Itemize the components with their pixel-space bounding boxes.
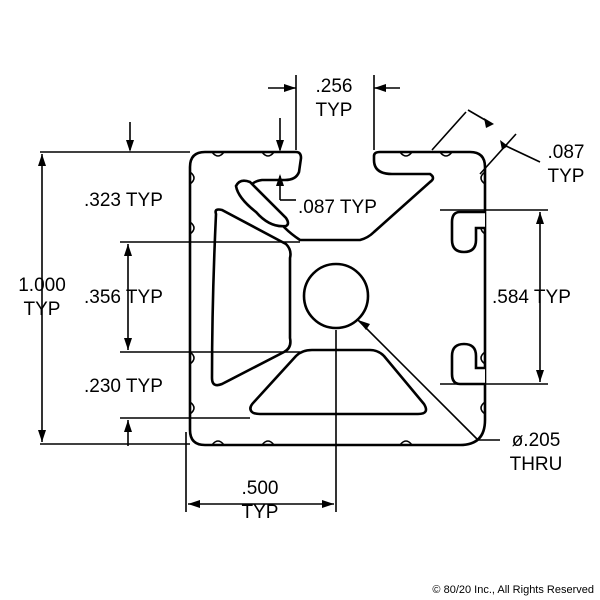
overall-height-value: 1.000	[18, 275, 66, 296]
overall-height-typ: TYP	[24, 299, 61, 320]
bottom-cavity	[249, 348, 428, 416]
center-cavity-label: .356 TYP	[84, 287, 163, 308]
slot-width-value: .256	[316, 76, 353, 97]
hole-diameter-value: ø.205	[512, 430, 561, 451]
upper-offset-label: .323 TYP	[84, 190, 163, 211]
center-distance-value: .500	[242, 478, 279, 499]
left-cavity	[210, 208, 292, 387]
upper-left-cavity	[234, 179, 290, 228]
copyright-notice: © 80/20 Inc., All Rights Reserved	[432, 584, 594, 596]
lip-thickness-typ: TYP	[548, 166, 585, 187]
slot-width-typ: TYP	[316, 100, 353, 121]
lip-thickness-value: .087	[548, 142, 585, 163]
hole-thru-label: THRU	[510, 454, 563, 475]
center-distance-typ: TYP	[242, 502, 279, 523]
center-hole	[302, 262, 370, 330]
right-t-slot	[450, 210, 485, 386]
slot-opening-label: .584 TYP	[492, 287, 571, 308]
dimension-lines	[38, 75, 548, 512]
slot-lip-label: .087 TYP	[298, 197, 377, 218]
lower-offset-label: .230 TYP	[84, 376, 163, 397]
